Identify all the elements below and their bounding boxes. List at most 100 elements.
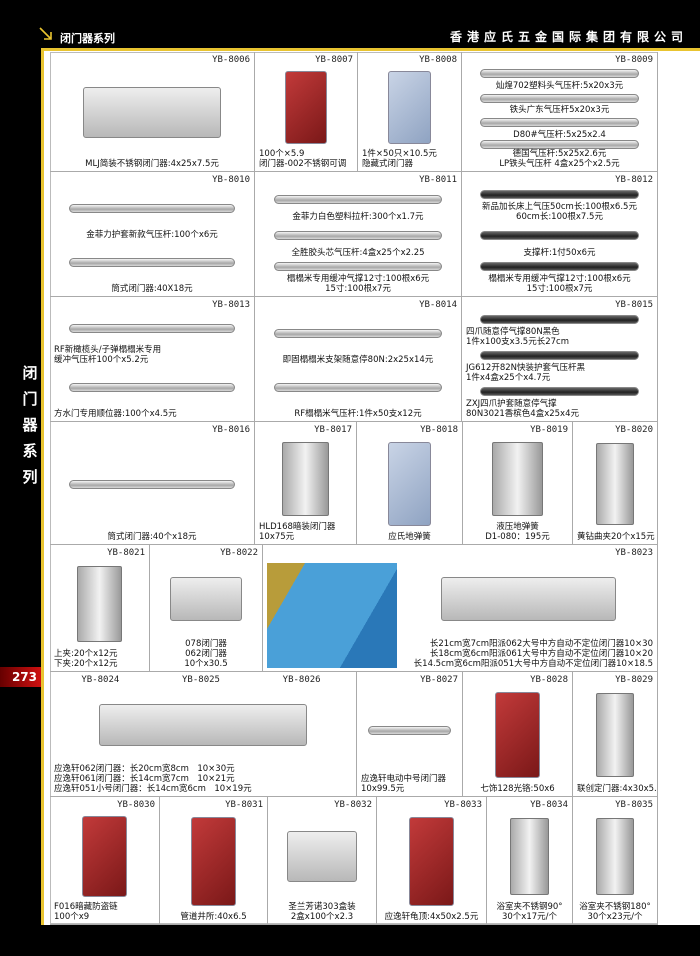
product-body: 1件×50只×10.5元隐藏式闭门器 bbox=[362, 66, 457, 169]
product-code: YB-8029 bbox=[615, 675, 653, 685]
product-code: YB-8030 bbox=[117, 800, 155, 810]
product-image bbox=[54, 240, 250, 284]
product-code: YB-8006 bbox=[212, 55, 250, 65]
product-code: YB-8034 bbox=[530, 800, 568, 810]
product-codes: YB-8016 bbox=[50, 425, 250, 435]
product-caption: 1件×50只×10.5元 bbox=[362, 149, 437, 159]
product-caption: 液压地弹簧 bbox=[496, 522, 539, 532]
product-item: 上夹:20个x12元下夹:20个x12元 bbox=[54, 559, 145, 669]
product-caption: 七饰128光铬:50x6 bbox=[480, 784, 555, 794]
product-caption: 铁头广东气压杆5x20x3元 bbox=[509, 105, 610, 116]
product-shape bbox=[480, 189, 639, 199]
product-caption: 圣兰芳诺303盒装 bbox=[288, 902, 356, 912]
product-shape bbox=[273, 261, 443, 271]
product-image bbox=[259, 66, 353, 149]
product-shape bbox=[480, 93, 639, 103]
sidebar-char: 器 bbox=[22, 416, 38, 434]
sidebar-char: 列 bbox=[22, 468, 38, 486]
product-body: 浴室夹不锈钢180°30个x23元/个 bbox=[577, 811, 653, 922]
product-item: 筒式闭门器:40个x18元 bbox=[54, 436, 250, 542]
product-shape bbox=[480, 68, 639, 78]
product-caption: 078闭门器 bbox=[185, 639, 227, 649]
product-codes: YB-8033 bbox=[377, 800, 482, 810]
product-codes: YB-8014 bbox=[255, 300, 457, 310]
product-item: 金菲力护套新款气压杆:100个x6元 bbox=[54, 186, 250, 240]
product-caption: 1件x100支x3.5元长27cm bbox=[466, 337, 569, 347]
product-codes: YB-8008 bbox=[358, 55, 457, 65]
product-caption: 方水门专用顺位器:100个x4.5元 bbox=[54, 409, 177, 419]
product-codes: YB-8034 bbox=[487, 800, 568, 810]
product-caption: 缓冲气压杆100个x5.2元 bbox=[54, 355, 149, 365]
product-code: YB-8024 bbox=[81, 675, 120, 685]
product-image bbox=[491, 811, 568, 902]
product-item: 筒式闭门器:40X18元 bbox=[54, 240, 250, 294]
product-codes: YB-8017 bbox=[255, 425, 352, 435]
product-item: 管道井所:40x6.5 bbox=[164, 811, 263, 922]
product-caption: 全胜胶头芯气压杆:4盒x25个x2.25 bbox=[291, 248, 425, 258]
product-shape bbox=[273, 194, 443, 204]
product-shape bbox=[494, 691, 541, 779]
product-codes: YB-8027 bbox=[357, 675, 458, 685]
product-codes: YB-8022 bbox=[150, 548, 258, 558]
product-caption: 应逸轩051小号闭门器：长14cm宽6cm 10×19元 bbox=[54, 784, 252, 794]
product-caption: 榻榻米专用缓冲气撑12寸:100根x6元 bbox=[286, 274, 430, 284]
product-body: 应逸轩062闭门器：长20cm宽8cm 10×30元应逸轩061闭门器：长14c… bbox=[54, 686, 352, 794]
product-shape bbox=[287, 831, 357, 882]
product-caption: 062闭门器 bbox=[185, 649, 227, 659]
product-shape bbox=[284, 70, 328, 145]
product-image bbox=[403, 559, 653, 639]
product-body: 应逸轩龟顶:4x50x2.5元 bbox=[381, 811, 482, 922]
product-codes: YB-8029 bbox=[573, 675, 653, 685]
product-image bbox=[54, 559, 145, 649]
product-image bbox=[577, 686, 653, 784]
product-image bbox=[54, 186, 250, 230]
product-image bbox=[466, 186, 653, 202]
product-caption: ZXJ四爪护套随意停气撑 bbox=[466, 399, 557, 409]
product-codes: YB-8018 bbox=[357, 425, 458, 435]
product-code: YB-8020 bbox=[615, 425, 653, 435]
product-caption: 应逸轩061闭门器：长14cm宽7cm 10×21元 bbox=[54, 774, 235, 784]
sidebar-char: 门 bbox=[22, 390, 38, 408]
section-title: 闭门器系列 bbox=[60, 32, 115, 45]
product-caption: 30个x23元/个 bbox=[587, 912, 643, 922]
product-item: 七饰128光铬:50x6 bbox=[467, 686, 568, 794]
product-caption: 应逸轩062闭门器：长20cm宽8cm 10×30元 bbox=[54, 764, 235, 774]
product-code: YB-8015 bbox=[615, 300, 653, 310]
product-code: YB-8008 bbox=[419, 55, 457, 65]
product-code: YB-8031 bbox=[225, 800, 263, 810]
product-item: 联创定门器:4x30x5.5 bbox=[577, 686, 657, 794]
product-item: D80#气压杆:5x25x2.4 bbox=[466, 115, 653, 140]
product-caption: 长14.5cm宽6cm阳派051大号中方自动不定位闭门器10×18.5 bbox=[413, 659, 653, 669]
sidebar-section-label: 闭 门 器 系 列 bbox=[20, 360, 40, 490]
product-caption: 长18cm宽6cm阳派061大号中方自动不定位闭门器10×20 bbox=[429, 649, 653, 659]
product-image bbox=[259, 436, 352, 522]
product-body: 金菲力护套新款气压杆:100个x6元筒式闭门器:40X18元 bbox=[54, 186, 250, 294]
product-codes: YB-8035 bbox=[573, 800, 653, 810]
product-item: RF榻榻米气压杆:1件x50支x12元 bbox=[259, 365, 457, 419]
product-shape bbox=[68, 479, 236, 489]
product-caption: 黄钻曲夹20个x15元 bbox=[577, 532, 655, 542]
product-image bbox=[259, 365, 457, 409]
product-shape bbox=[273, 382, 443, 392]
product-image bbox=[272, 811, 372, 902]
product-caption: 浴室夹不锈钢180° bbox=[579, 902, 651, 912]
